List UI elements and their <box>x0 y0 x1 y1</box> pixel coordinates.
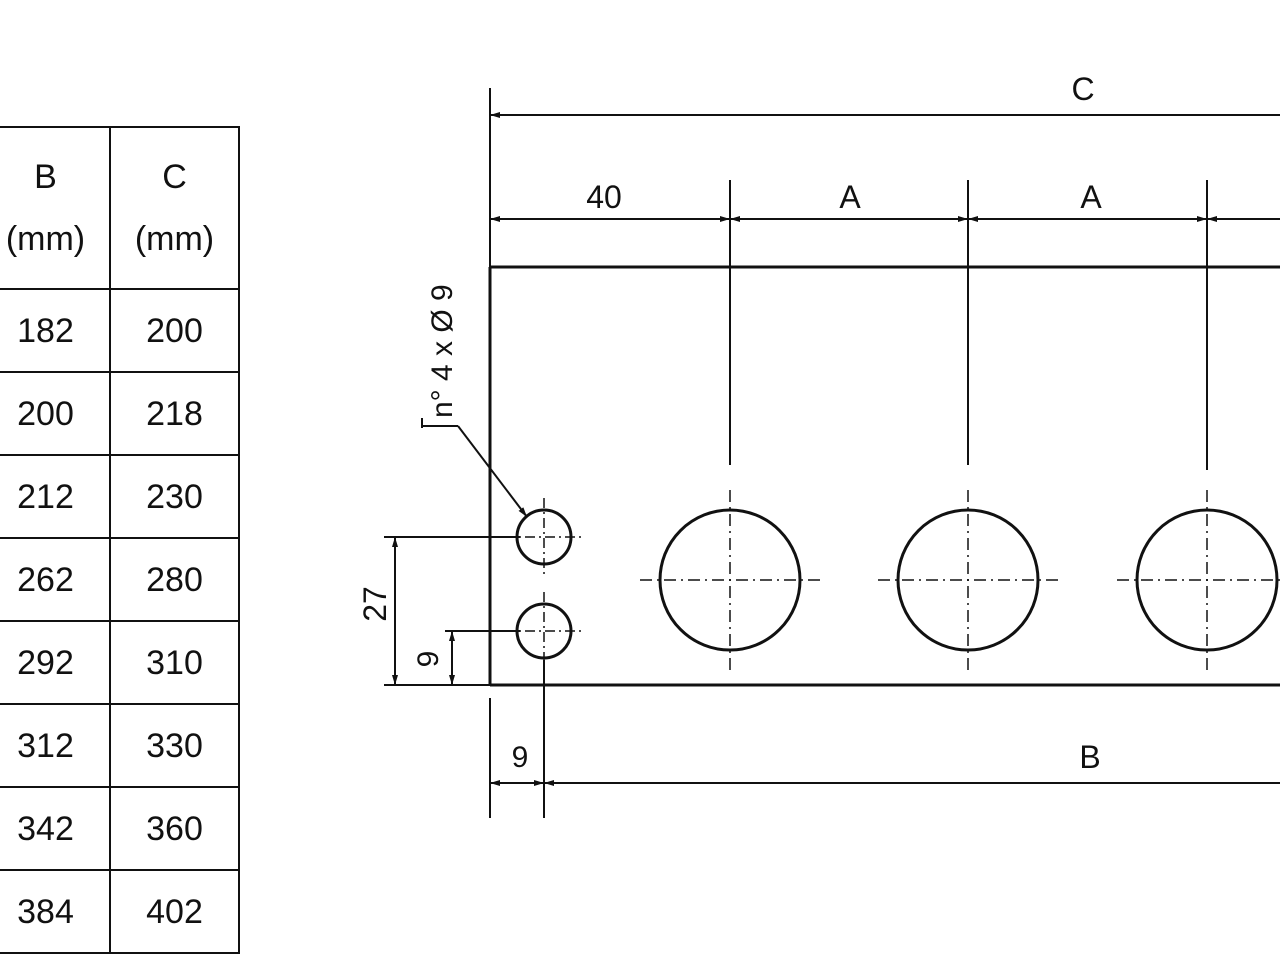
dimension-40-label: 40 <box>586 179 622 215</box>
dimension-table: B (mm) C (mm) 182 200 200 218 212 230 26… <box>0 126 240 954</box>
cell-c: 402 <box>109 869 240 954</box>
cell-b: 342 <box>0 786 111 871</box>
header-c-letter: C <box>162 158 187 196</box>
plate-outline <box>488 265 1280 687</box>
table-row: 200 218 <box>0 371 240 456</box>
large-hole <box>1117 490 1280 672</box>
dimension-table-panel: B (mm) C (mm) 182 200 200 218 212 230 26… <box>0 0 260 960</box>
cell-c: 360 <box>109 786 240 871</box>
cell-c: 200 <box>109 288 240 373</box>
hole-callout-label: n° 4 x Ø 9 <box>426 284 459 418</box>
header-cell-b: B (mm) <box>0 126 111 290</box>
table-header-row: B (mm) C (mm) <box>0 126 240 290</box>
cell-b: 312 <box>0 703 111 788</box>
table-row: 312 330 <box>0 703 240 788</box>
dimension-a-label: A <box>839 179 861 215</box>
large-hole <box>878 490 1058 672</box>
dimension-pitch-lines <box>490 180 1280 470</box>
cell-c: 230 <box>109 454 240 539</box>
dimension-9-horizontal-label: 9 <box>512 741 529 774</box>
dimension-9-vertical-label: 9 <box>412 651 445 668</box>
hole-callout-leader <box>421 418 528 518</box>
dimension-27-label: 27 <box>357 586 393 622</box>
cell-b: 292 <box>0 620 111 705</box>
large-hole <box>640 490 820 672</box>
table-row: 262 280 <box>0 537 240 622</box>
header-cell-c: C (mm) <box>109 126 240 290</box>
dimension-b-label: B <box>1079 739 1100 775</box>
cell-c: 330 <box>109 703 240 788</box>
cell-b: 384 <box>0 869 111 954</box>
dimension-a-label: A <box>1080 179 1102 215</box>
header-b-unit: (mm) <box>5 220 86 258</box>
dimension-vertical <box>384 536 520 686</box>
dimension-c-label: C <box>1071 71 1094 107</box>
cell-c: 218 <box>109 371 240 456</box>
cell-b: 200 <box>0 371 111 456</box>
table-row: 182 200 <box>0 288 240 373</box>
table-row: 212 230 <box>0 454 240 539</box>
dimension-horizontal <box>489 660 1280 818</box>
dimension-c <box>489 88 1280 267</box>
header-c-unit: (mm) <box>134 220 215 258</box>
table-row: 292 310 <box>0 620 240 705</box>
table-row: 384 402 <box>0 869 240 954</box>
cell-c: 310 <box>109 620 240 705</box>
cell-b: 262 <box>0 537 111 622</box>
table-row: 342 360 <box>0 786 240 871</box>
cell-b: 212 <box>0 454 111 539</box>
cell-c: 280 <box>109 537 240 622</box>
header-b-letter: B <box>34 158 57 196</box>
cell-b: 182 <box>0 288 111 373</box>
